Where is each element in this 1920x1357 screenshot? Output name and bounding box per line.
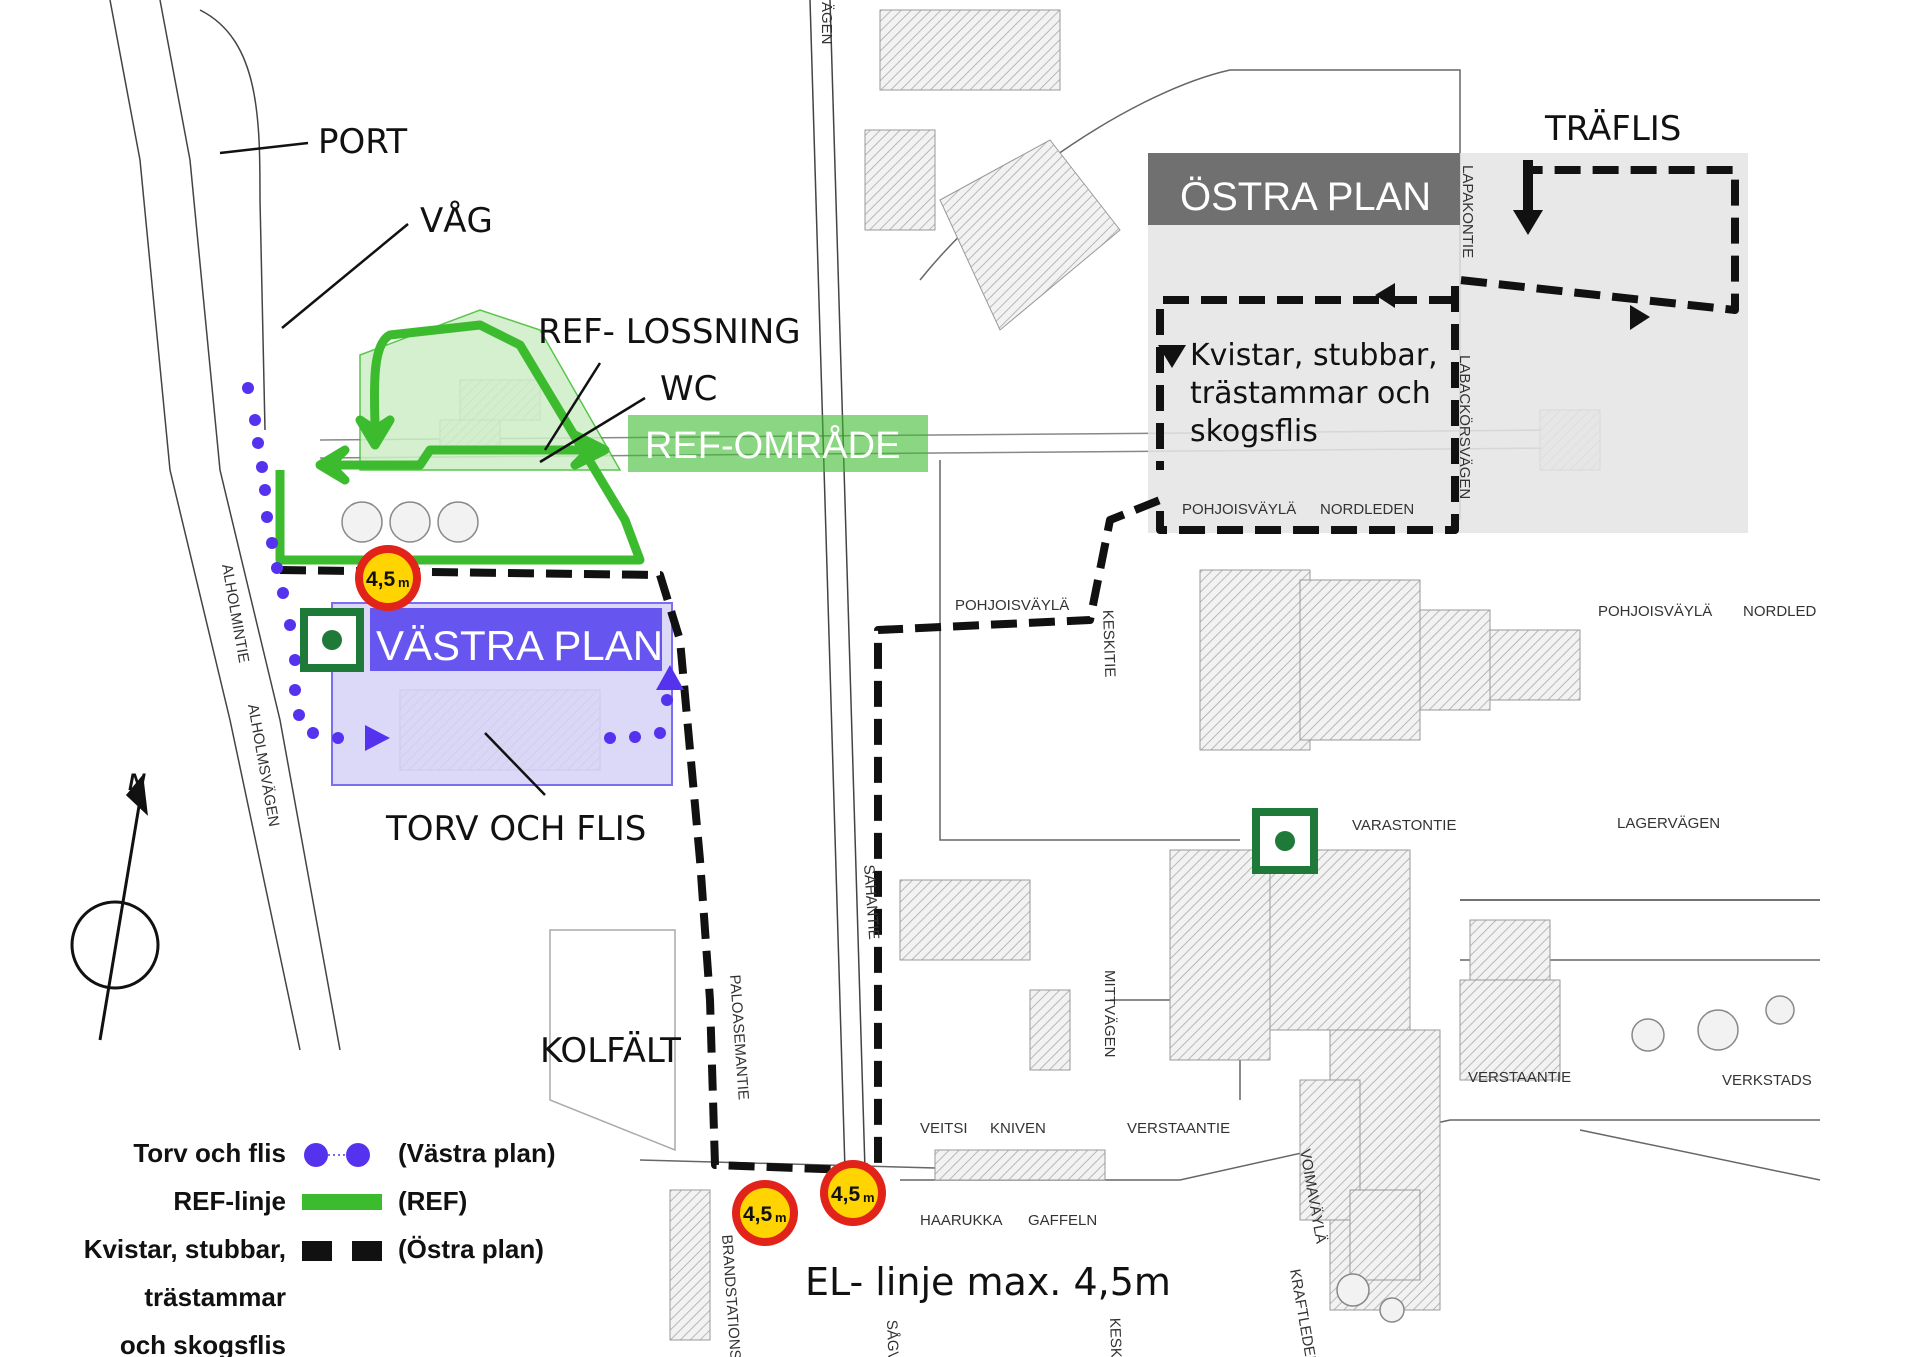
height-sign-text: 4,5 [743, 1203, 773, 1226]
ref-omrade-label: REF-OMRÅDE [645, 423, 900, 467]
el-linje-label: EL- linje max. 4,5m [805, 1260, 1171, 1304]
legend-item-name: trästammar [144, 1282, 286, 1312]
kolfalt-label: KOLFÄLT [540, 1031, 681, 1071]
height-sign-text: 4,5 [831, 1183, 861, 1206]
street-labackorsvagen: LABACKÖRSVÄGEN [1456, 355, 1474, 499]
height-sign-unit: m [863, 1190, 875, 1205]
street-sahantie: SAHANTIE [860, 864, 882, 940]
street-kraftleden: KRAFTLEDEN [1286, 1268, 1320, 1357]
street-nordleden-1: NORDLEDEN [1320, 501, 1414, 518]
north-arrow-icon [70, 774, 160, 1041]
ref-area: REF-OMRÅDE [359, 309, 928, 472]
street-agen-top: ÄGEN [818, 2, 835, 45]
street-paloasemantie: PALOASEMANTIE [726, 974, 752, 1100]
base-map-lines [109, 0, 1821, 1181]
height-sign-unit: m [398, 575, 410, 590]
height-limit-sign-icon [732, 1180, 798, 1246]
north-label: N [128, 769, 146, 796]
street-mittvagen: MITTVÄGEN [1101, 970, 1118, 1058]
street-verstaantie-1: VERSTAANTIE [1127, 1120, 1230, 1137]
street-brandstationsv: BRANDSTATIONSV [718, 1234, 744, 1357]
height-sign-unit: m [775, 1210, 787, 1225]
street-alholmsvagen: ALHOLMSVÄGEN [244, 703, 282, 828]
port-label: PORT [318, 122, 407, 162]
height-limit-sign-icon [820, 1160, 886, 1226]
ostra-plan-label: ÖSTRA PLAN [1180, 175, 1431, 219]
legend-item-name: REF-linje [173, 1186, 286, 1216]
street-sagv: SÅGV [883, 1320, 901, 1357]
street-kesk: KESK [1106, 1318, 1124, 1357]
ref-lossning-label: REF- LOSSNING [538, 312, 801, 352]
street-keskitie: KESKITIE [1099, 610, 1118, 678]
wc-label: WC [660, 369, 717, 409]
street-varastontie: VARASTONTIE [1352, 817, 1456, 834]
street-haarukka: HAARUKKA [920, 1212, 1003, 1229]
height-sign-text: 4,5 [366, 568, 396, 591]
street-gaffeln: GAFFELN [1028, 1212, 1097, 1229]
street-lapakontie: LAPAKONTIE [1459, 165, 1476, 258]
vastra-plan-label: VÄSTRA PLAN [376, 622, 663, 669]
ostra-route-arrows [1158, 210, 1650, 368]
street-nordleden-2: NORDLED [1743, 603, 1817, 620]
street-pohjoisvayla-3: POHJOISVÄYLÄ [1598, 603, 1712, 620]
height-limit-sign-icon [355, 545, 421, 611]
street-pohjoisvayla-1: POHJOISVÄYLÄ [1182, 501, 1296, 518]
buildings [399, 9, 1601, 1341]
kvistar-label-line1: Kvistar, stubbar, [1190, 338, 1438, 373]
legend: Torv och flis (Västra plan) REF-linje (R… [84, 1138, 556, 1357]
legend-item-name: Torv och flis [133, 1138, 286, 1168]
assembly-point-icon [300, 608, 364, 672]
street-veitsi: VEITSI [920, 1120, 968, 1137]
kvistar-label-line2: trästammar och [1190, 376, 1431, 411]
assembly-point-icon [1252, 808, 1318, 874]
street-kniven: KNIVEN [990, 1120, 1046, 1137]
ref-route [275, 320, 645, 565]
street-alholmintie: ALHOLMINTIE [218, 563, 252, 664]
street-pohjoisvayla-2: POHJOISVÄYLÄ [955, 597, 1069, 614]
traflis-arrow-stem [1523, 160, 1533, 215]
street-lagervagen: LAGERVÄGEN [1617, 815, 1720, 832]
vag-label: VÅG [420, 200, 493, 241]
tanks [341, 501, 1795, 1323]
torv-och-flis-label: TORV OCH FLIS [385, 809, 646, 849]
street-verkstads: VERKSTADS [1722, 1072, 1812, 1089]
street-verstaantie-2: VERSTAANTIE [1468, 1069, 1571, 1086]
legend-item-name: och skogsflis [120, 1330, 286, 1357]
legend-item-note: (Västra plan) [398, 1138, 556, 1168]
ostra-route [279, 166, 1739, 1174]
legend-item-name: Kvistar, stubbar, [84, 1234, 286, 1264]
vastra-plan-area: VÄSTRA PLAN [331, 602, 673, 786]
ostra-plan-area: ÖSTRA PLAN [1148, 153, 1748, 533]
legend-item-note: (REF) [398, 1186, 467, 1216]
kvistar-label-line3: skogsflis [1190, 414, 1318, 449]
vastra-route [242, 382, 684, 751]
leader-lines [219, 141, 646, 796]
traflis-label: TRÄFLIS [1544, 109, 1681, 149]
legend-item-note: (Östra plan) [398, 1234, 544, 1264]
